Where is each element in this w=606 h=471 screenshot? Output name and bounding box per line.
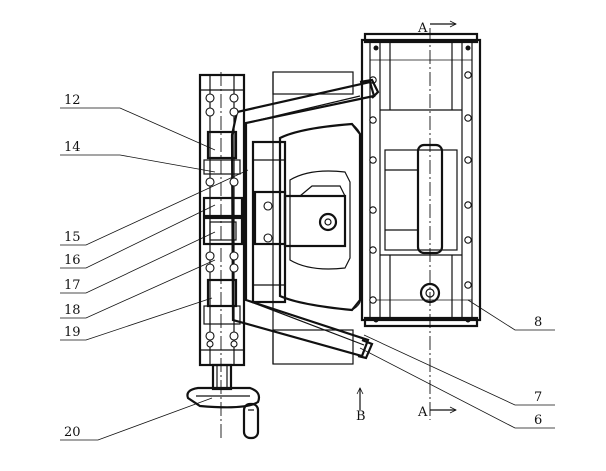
- callout-labels: 12 14 15 16 17 18 19 20 8 7 6: [64, 93, 542, 440]
- section-marks: A A B: [356, 20, 457, 424]
- callout-12: 12: [64, 93, 81, 108]
- c-arm: [230, 78, 380, 360]
- callout-15: 15: [64, 230, 81, 245]
- leader-lines-right: [359, 299, 555, 429]
- center-lines: [220, 28, 431, 440]
- section-mark-top: A: [417, 21, 428, 36]
- clamp-head: [251, 140, 347, 304]
- section-mark-bottom: A: [417, 405, 428, 420]
- callout-7: 7: [534, 390, 542, 405]
- callout-16: 16: [64, 253, 81, 268]
- callout-17: 17: [64, 278, 81, 293]
- left-column: [198, 73, 246, 367]
- handwheel: [186, 363, 261, 440]
- leader-lines-left: [60, 107, 249, 441]
- callout-14: 14: [64, 140, 81, 155]
- callout-18: 18: [64, 303, 81, 318]
- callout-6: 6: [534, 413, 542, 428]
- view-mark-b: B: [356, 409, 366, 424]
- callout-19: 19: [64, 325, 81, 340]
- column-bolts: [205, 93, 239, 348]
- callout-8: 8: [534, 315, 542, 330]
- right-frame-assembly: [360, 32, 482, 328]
- rear-block: [272, 71, 354, 365]
- frame-bolts: [369, 45, 472, 323]
- callout-20: 20: [64, 425, 81, 440]
